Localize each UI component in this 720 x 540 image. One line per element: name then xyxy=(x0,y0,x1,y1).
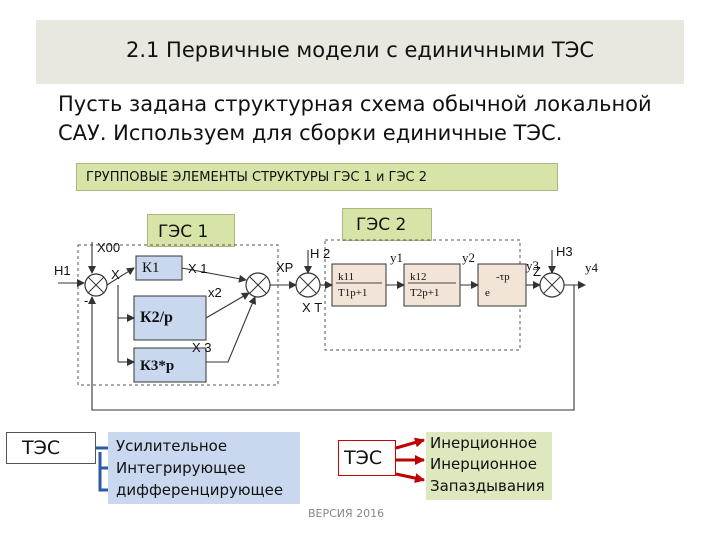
label-xt: Х Т xyxy=(302,300,322,315)
tes-right-label: ТЭС xyxy=(344,447,383,469)
intro-line-1: Пусть задана структурная схема обычной л… xyxy=(58,92,652,116)
label-y1: у1 xyxy=(390,250,403,265)
ges1-label: ГЭС 1 xyxy=(158,222,209,242)
block-k2-text: К2/р xyxy=(140,309,173,326)
legend-integrating: Интегрирующее xyxy=(116,459,246,477)
label-y3: у3 xyxy=(526,258,539,273)
intro-text: Пусть задана структурная схема обычной л… xyxy=(58,90,668,148)
signal-labels: Х00 Н1 Х - Х 1 х2 Х 3 ХР Н 2 Х Т у1 у2 у… xyxy=(54,240,599,355)
inert1-denominator: Т1р+1 xyxy=(338,287,367,299)
multiplier-junction-3 xyxy=(539,272,565,298)
label-minus: - xyxy=(84,293,88,308)
ges2-dashed-frame xyxy=(324,239,521,351)
label-x1: Х 1 xyxy=(188,261,208,276)
label-x3: Х 3 xyxy=(192,340,212,355)
ges2-banner xyxy=(342,208,432,241)
tes-left-box xyxy=(6,432,96,464)
legend-amplifier: Усилительное xyxy=(116,437,228,455)
block-k1-text: К1 xyxy=(142,260,160,276)
summing-junction-1 xyxy=(84,273,108,297)
label-y4: у4 xyxy=(585,260,599,275)
label-y2: у2 xyxy=(462,250,475,265)
block-k3 xyxy=(133,347,207,383)
label-x: Х xyxy=(111,267,120,282)
group-elements-banner xyxy=(76,163,558,191)
signal-lines xyxy=(58,242,586,411)
title-bar xyxy=(36,20,684,84)
label-h2: Н 2 xyxy=(310,246,330,261)
legend-inertial-2: Инерционное xyxy=(430,455,537,473)
green-legend-box xyxy=(426,432,552,500)
multiplier-junction-2 xyxy=(295,272,321,298)
block-k2 xyxy=(133,295,207,341)
tes-right-box xyxy=(338,440,396,476)
intro-line-2: САУ. Используем для сборки единичные ТЭС… xyxy=(58,121,563,145)
legend-differentiating: дифференцирующее xyxy=(116,481,284,499)
ges1-banner xyxy=(147,214,235,247)
label-z: Z xyxy=(533,264,541,279)
legend-delay: Запаздывания xyxy=(430,477,545,495)
label-xp: ХР xyxy=(276,260,293,275)
ges2-label: ГЭС 2 xyxy=(356,215,407,235)
blue-legend-box xyxy=(108,432,300,504)
label-h1: Н1 xyxy=(54,263,71,278)
inert2-numerator: k12 xyxy=(410,271,427,283)
label-x2: х2 xyxy=(208,285,222,300)
version-footer: ВЕРСИЯ 2016 xyxy=(308,507,385,520)
label-x00: Х00 xyxy=(97,240,120,255)
group-elements-label: ГРУППОВЫЕ ЭЛЕМЕНТЫ СТРУКТУРЫ ГЭС 1 и ГЭС… xyxy=(86,170,428,185)
delay-exponent: -τр xyxy=(496,271,510,283)
multiplier-junction-1 xyxy=(245,272,271,298)
tes-left-label: ТЭС xyxy=(22,437,61,459)
inert2-denominator: Т2р+1 xyxy=(410,287,439,299)
delay-base: е xyxy=(485,287,490,299)
legend-inertial-1: Инерционное xyxy=(430,434,537,452)
block-k3-text: К3*р xyxy=(140,358,174,374)
ges1-dashed-frame xyxy=(77,244,279,386)
slide-title: 2.1 Первичные модели с единичными ТЭС xyxy=(125,38,595,62)
inert1-numerator: k11 xyxy=(338,271,354,283)
block-k1 xyxy=(135,255,183,281)
label-h3: Н3 xyxy=(556,244,573,259)
legend-arrows-right xyxy=(395,437,425,484)
